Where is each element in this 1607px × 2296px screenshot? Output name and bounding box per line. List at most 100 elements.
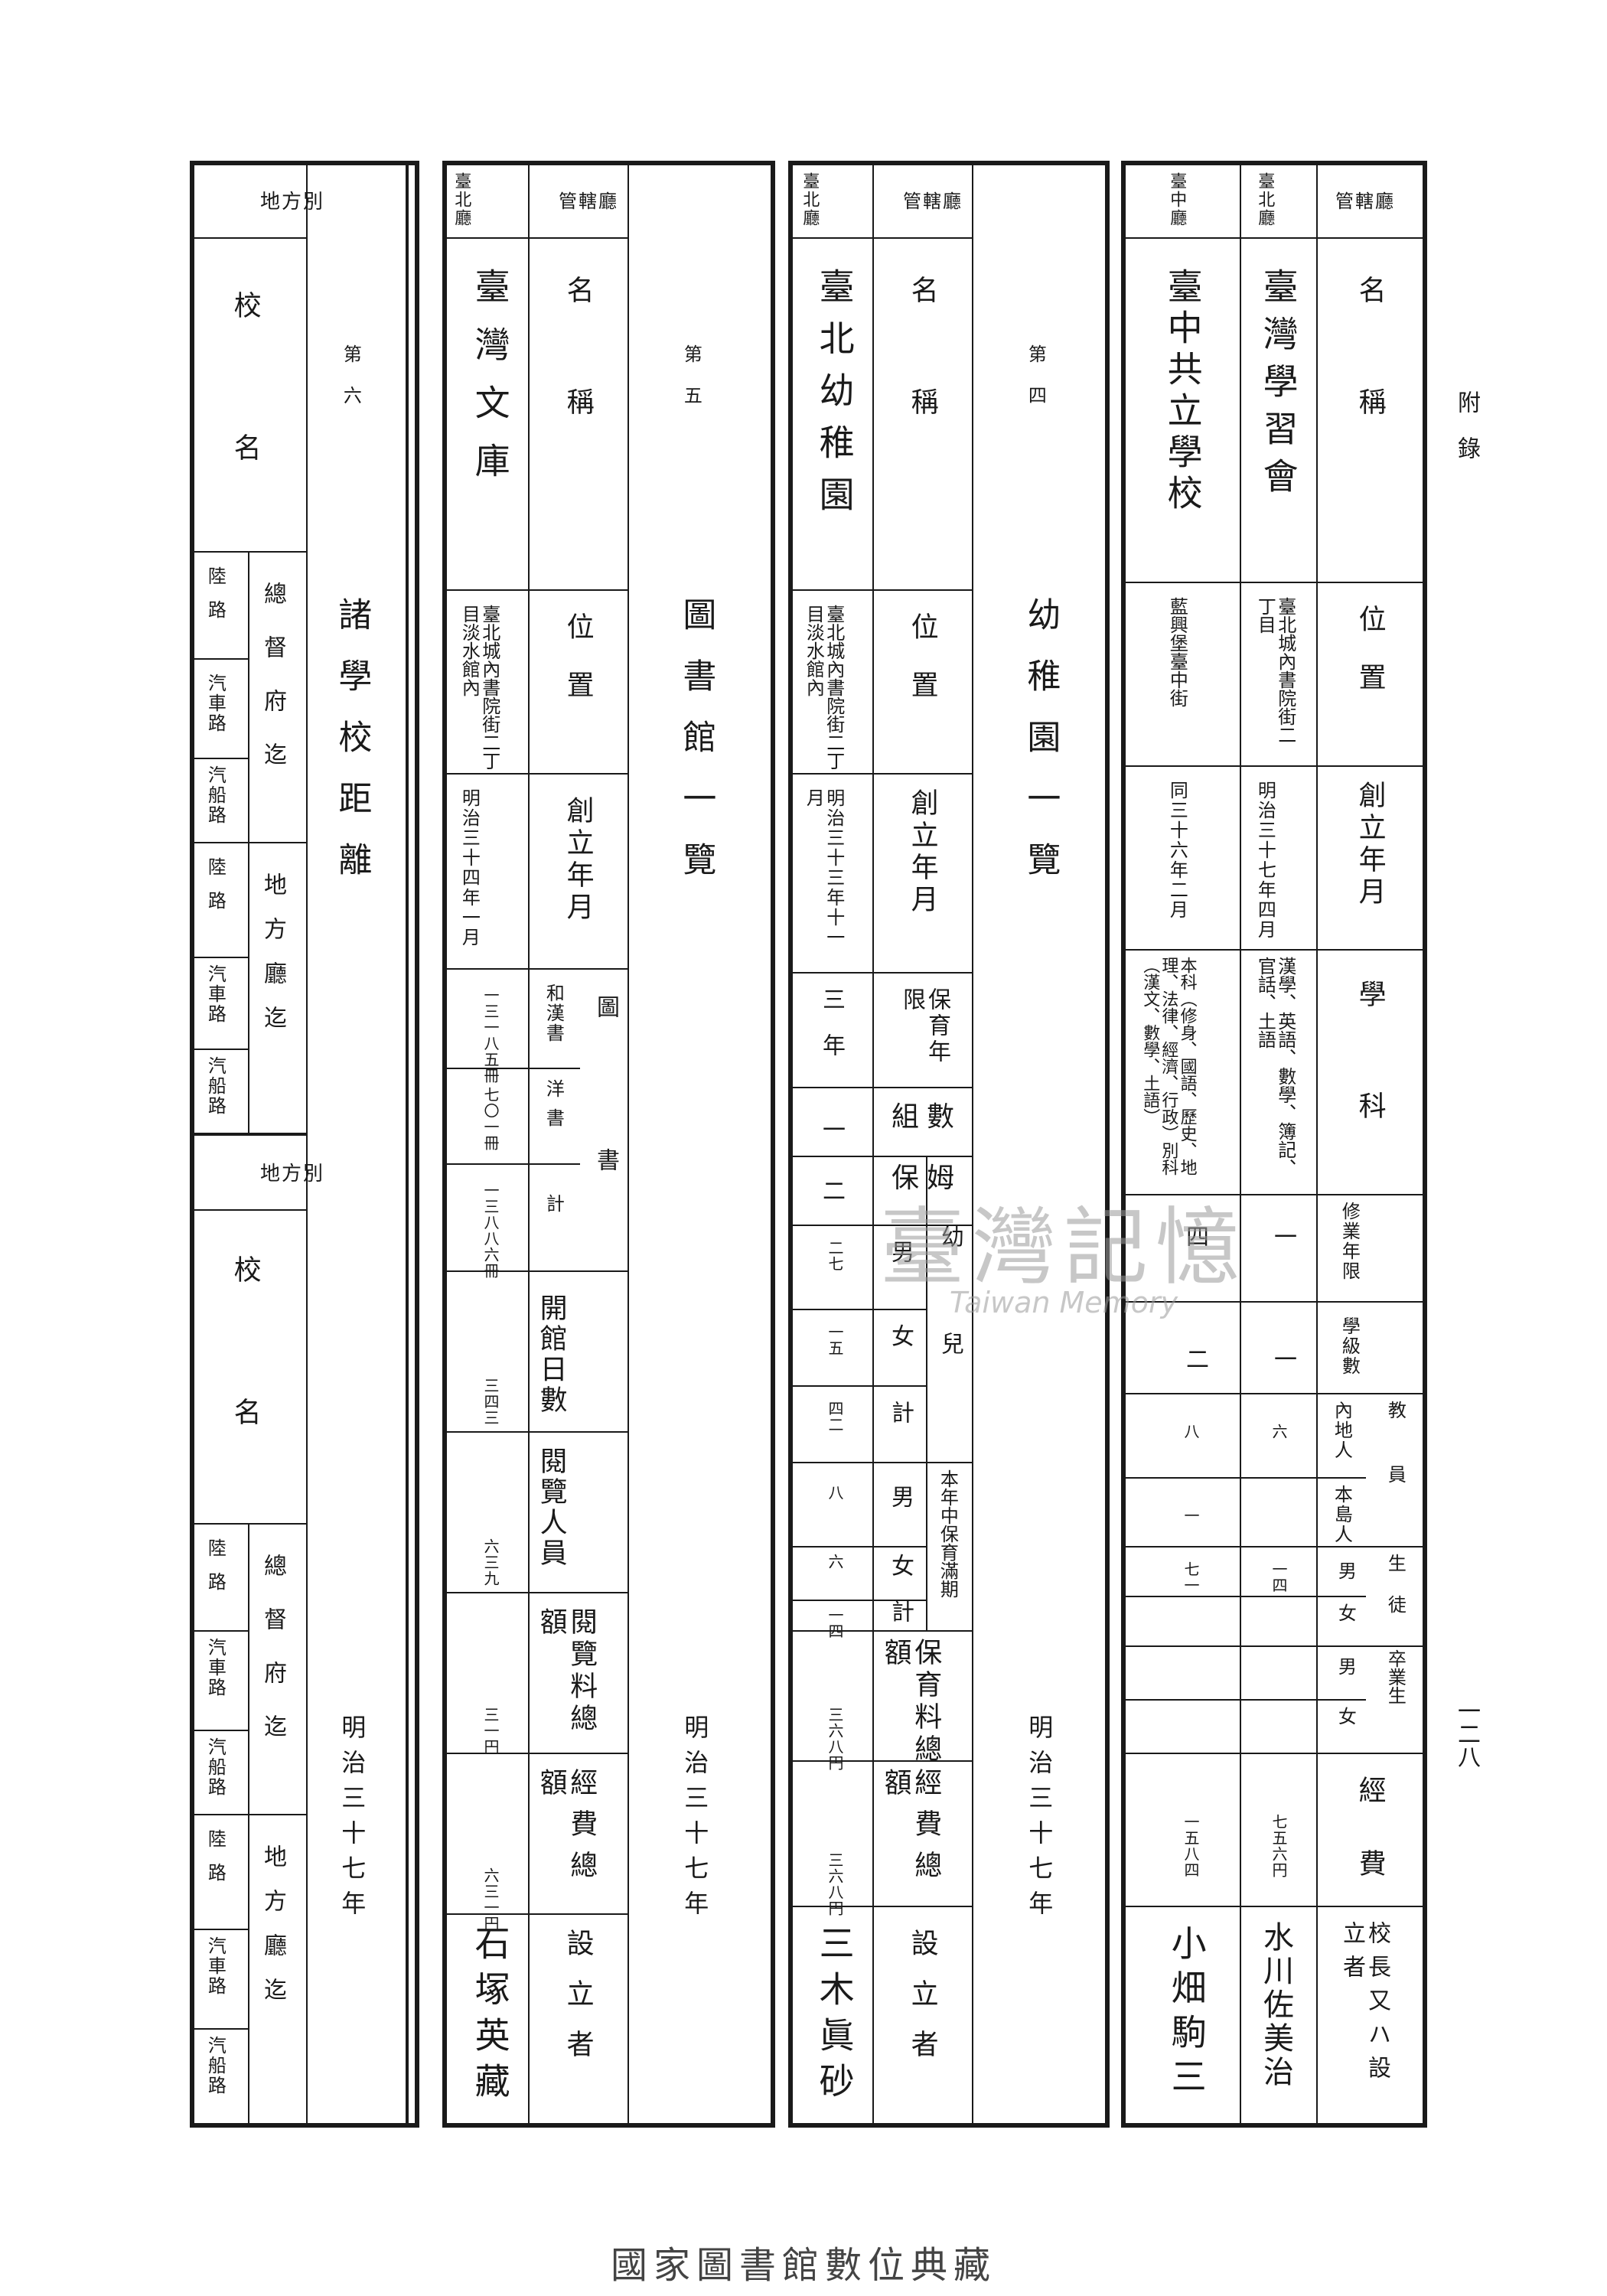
land-route-4: 陸路: [204, 1829, 227, 1896]
kg-completed-total-value: 一四: [826, 1607, 844, 1639]
kg-completed-male-value: 八: [826, 1485, 844, 1501]
section6-number: 第六: [340, 344, 362, 427]
kg-years-value: 三年: [818, 987, 845, 1079]
lib-reading-fee-header: 閱覽料總額: [535, 1607, 598, 1736]
lib-books-header: 圖書: [592, 995, 619, 1301]
sch-founded-1: 明治三十七年四月: [1254, 781, 1276, 940]
sch-expense-1: 七五六円: [1270, 1814, 1288, 1878]
sch-students-male-header: 男: [1335, 1561, 1357, 1581]
sch-grad-female-header: 女: [1335, 1707, 1357, 1727]
sch-classes-header: 學級數: [1338, 1316, 1361, 1376]
kg-groups-header: 組數: [892, 1101, 963, 1133]
lib-founder-header: 設立者: [562, 1929, 594, 2080]
schools-table-frame: [1121, 161, 1427, 2128]
kg-founder-header: 設立者: [906, 1929, 938, 2080]
lib-founder-value: 石塚英藏: [469, 1925, 511, 2108]
school-name-header: 校名: [229, 291, 261, 576]
kg-children-male-header: 男: [887, 1240, 914, 1266]
kg-years-header: 保育年限: [898, 987, 950, 1065]
lib-western-header: 洋書: [543, 1079, 565, 1137]
taiwan-memory-watermark: 臺灣記憶 Taiwan Memory: [826, 1179, 1301, 1319]
kg-children-total-value: 四二: [826, 1401, 844, 1433]
kg-founded-value: 明治三十三年十一月: [803, 788, 845, 947]
sch-teachers-jp-header: 內地人: [1331, 1401, 1353, 1460]
distance-table-frame: [190, 161, 419, 2128]
sch-subjects-header: 學科: [1354, 980, 1386, 1203]
ship-route-4: 汽船路: [204, 2036, 227, 2095]
lib-founded-value: 明治三十四年一月: [458, 788, 481, 947]
sch-years-2: 四: [1182, 1225, 1208, 1251]
car-route-3: 汽車路: [204, 1638, 227, 1698]
car-route-4: 汽車路: [204, 1936, 227, 1996]
section5-date: 明治三十七年: [680, 1714, 710, 1926]
school-name-header-2: 校名: [229, 1255, 261, 1540]
library-table-frame: [442, 161, 775, 2128]
car-route-1: 汽車路: [204, 673, 227, 733]
section5-title: 圖書館一覽: [676, 597, 716, 903]
lib-open-days-header: 開館日數: [535, 1293, 567, 1416]
lib-jpcn-header: 和漢書: [543, 983, 565, 1043]
sch-students-female-header: 女: [1335, 1603, 1357, 1623]
kg-children-female-value: 一五: [826, 1324, 844, 1356]
sch-teachers-local-2: 一: [1182, 1508, 1200, 1524]
section5-number: 第五: [680, 344, 702, 427]
kg-completed-male-header: 男: [887, 1485, 914, 1511]
lib-location-value: 臺北城內書院街二丁目淡水館內: [458, 605, 500, 770]
section6-title: 諸學校距離: [332, 597, 372, 903]
section4-title: 幼稚園一覽: [1021, 597, 1061, 903]
land-route-3: 陸路: [204, 1538, 227, 1606]
region-header-2: 地方別: [260, 1163, 325, 1186]
appendix-label: 附錄: [1453, 390, 1480, 482]
sch-name-header: 名稱: [1354, 276, 1386, 499]
kg-jurisdiction-value: 臺北廳: [800, 172, 820, 227]
sch-teachers-jp-2: 八: [1182, 1424, 1200, 1440]
sch-years-1: 一: [1270, 1225, 1296, 1251]
lib-readers-header: 閱覽人員: [535, 1446, 567, 1569]
lib-name-header: 名稱: [562, 276, 594, 499]
sch-jurisdiction-1: 臺北廳: [1255, 172, 1275, 227]
lib-expense-header: 經費總額: [535, 1768, 598, 1892]
sch-name-2: 臺中共立學校: [1162, 268, 1204, 516]
sch-teachers-jp-1: 六: [1270, 1424, 1288, 1440]
kg-founder-value: 三木眞砂: [813, 1925, 856, 2108]
lib-western-value: 七〇一冊: [481, 1087, 500, 1151]
watermark-chinese: 臺灣記憶: [880, 1199, 1247, 1296]
kg-nurse-header: 保姆: [892, 1163, 963, 1194]
sch-students-male-1: 一四: [1270, 1561, 1288, 1593]
sch-subjects-1: 漢學、英語、數學、簿記、官話、土語: [1254, 957, 1296, 1177]
section4-date: 明治三十七年: [1025, 1714, 1054, 1926]
kg-children-male-value: 二七: [826, 1240, 844, 1272]
sch-location-header: 位置: [1354, 605, 1386, 721]
land-route-1: 陸路: [204, 566, 227, 634]
sch-head-header: 校長又ハ設立者: [1338, 1921, 1390, 2089]
sch-classes-1: 一: [1270, 1347, 1296, 1373]
lib-location-header: 位置: [562, 612, 594, 729]
sch-students-header: 生徒: [1384, 1554, 1407, 1636]
lib-jurisdiction-header: 管轄廳: [559, 191, 618, 212]
kg-completed-female-header: 女: [887, 1554, 914, 1580]
ship-route-3: 汽船路: [204, 1737, 227, 1797]
sch-students-male-2: 七一: [1182, 1561, 1200, 1593]
kg-fee-header: 保育料總額: [879, 1638, 942, 1766]
sch-location-1: 臺北城內書院街二丁目: [1254, 597, 1296, 744]
kg-groups-value: 一: [818, 1117, 845, 1143]
section6-date: 明治三十七年: [337, 1714, 367, 1926]
sch-founded-2: 同三十六年二月: [1166, 781, 1188, 920]
kg-expense-header: 經費總額: [879, 1768, 942, 1892]
lib-reading-fee-value: 三一円: [481, 1707, 500, 1755]
kg-completed-female-value: 六: [826, 1554, 844, 1570]
kg-name-value: 臺北幼稚園: [813, 268, 856, 528]
sch-subjects-2: 本科（修身、國語、歷史、地理、法律、經濟、行政）別科（漢文、數學、土語）: [1140, 957, 1197, 1176]
lib-books-total-value: 一三八八六冊: [481, 1182, 500, 1279]
kg-children-header: 幼兒: [937, 1225, 963, 1439]
sch-jurisdiction-2: 臺中廳: [1167, 172, 1187, 227]
sch-head-1: 水川佐美治: [1258, 1921, 1293, 2089]
to-office-header: 地方廳迄: [259, 872, 286, 1050]
sch-name-1: 臺灣學習會: [1257, 268, 1299, 505]
sch-years-header: 修業年限: [1338, 1202, 1361, 1281]
kg-location-value: 臺北城內書院街二丁目淡水館內: [803, 605, 845, 770]
lib-books-total-header: 計: [543, 1194, 565, 1214]
sch-expense-header: 經費: [1354, 1776, 1386, 1923]
sch-founded-header: 創立年月: [1354, 781, 1386, 909]
to-governor-header: 總督府迄: [259, 582, 286, 796]
